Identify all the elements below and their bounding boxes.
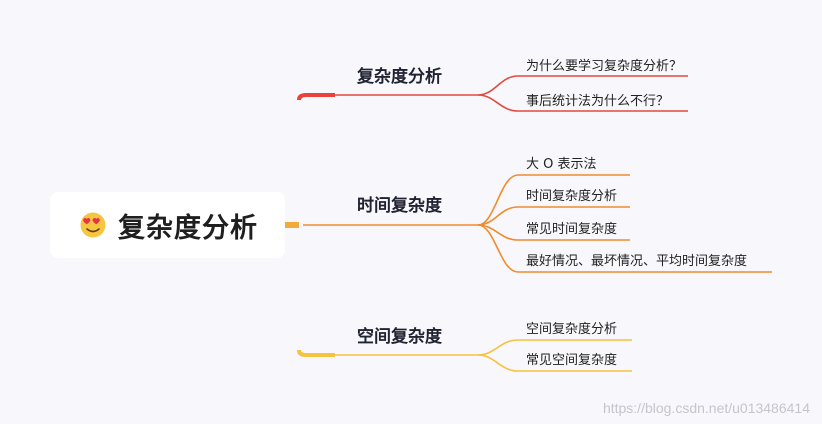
leaf-post-statistics[interactable]: 事后统计法为什么不行？ [526,94,670,109]
root-node[interactable]: 复杂度分析 [50,192,285,258]
watermark: https://blog.csdn.net/u013486414 [602,400,810,416]
leaf-space-complexity-analysis[interactable]: 空间复杂度分析 [526,322,618,337]
branch-label-space-complexity[interactable]: 空间复杂度 [357,327,442,347]
leaf-common-space-complexity[interactable]: 常见空间复杂度 [526,353,618,368]
leaf-best-worst-average[interactable]: 最好情况、最坏情况、平均时间复杂度 [526,254,748,269]
heart-eyes-emoji-icon [80,212,106,238]
leaf-why-learn[interactable]: 为什么要学习复杂度分析？ [526,59,683,74]
trunk-cap-top [297,93,335,101]
branch-label-time-complexity[interactable]: 时间复杂度 [357,196,442,216]
branch-1-lines [335,75,688,112]
branch-2-lines [303,174,772,273]
root-title: 复杂度分析 [118,212,258,244]
branch-label-complexity-analysis[interactable]: 复杂度分析 [357,67,442,87]
trunk-cap-bottom [297,349,335,357]
leaf-common-time-complexity[interactable]: 常见时间复杂度 [526,222,618,237]
leaf-big-o-notation[interactable]: 大 O 表示法 [526,157,597,172]
branch-3-lines [335,339,632,372]
leaf-time-complexity-analysis[interactable]: 时间复杂度分析 [526,189,618,204]
